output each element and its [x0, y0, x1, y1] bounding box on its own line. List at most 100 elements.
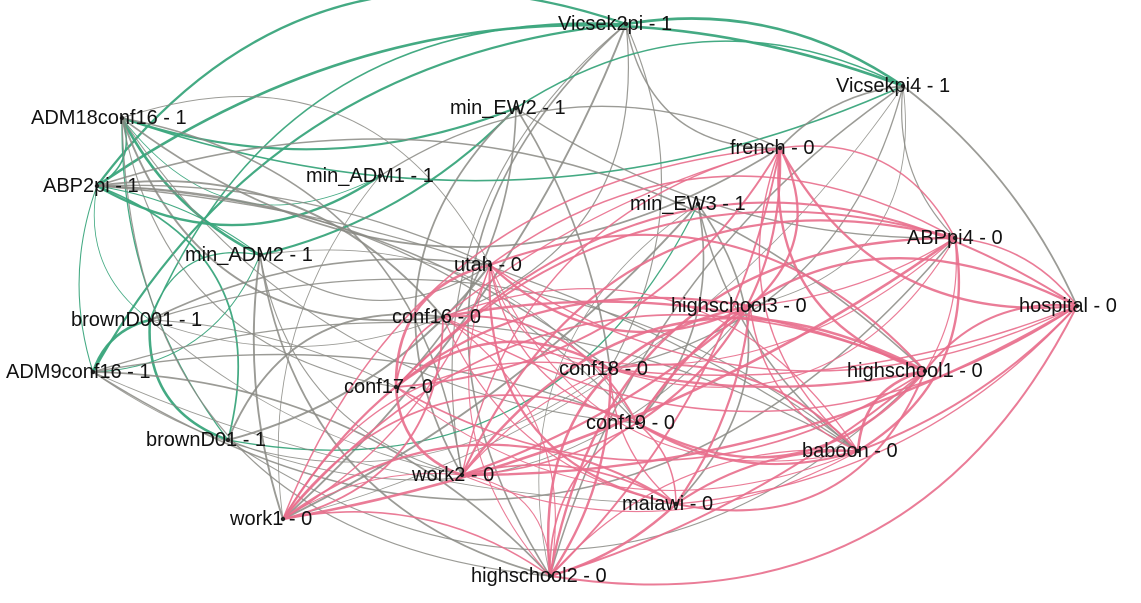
graph-edge — [121, 106, 517, 151]
graph-edge — [538, 203, 699, 577]
graph-edge — [515, 107, 956, 239]
node-dot-adm18conf16 — [119, 115, 125, 121]
graph-edge — [488, 264, 677, 506]
graph-edge — [489, 264, 1078, 372]
node-dot-hospital — [1074, 303, 1080, 309]
node-dot-vicsekpi4 — [900, 83, 906, 89]
node-dot-min-adm1 — [377, 173, 383, 179]
node-dot-min-ew3 — [695, 201, 701, 207]
node-label-highschool2: highschool2 - 0 — [471, 565, 607, 587]
node-dot-brownd001 — [147, 317, 153, 323]
node-label-highschool1: highschool1 - 0 — [847, 360, 983, 382]
graph-edge — [697, 203, 859, 452]
graph-edge — [549, 305, 1078, 586]
node-dot-conf16 — [440, 314, 446, 320]
graph-edge — [461, 219, 956, 476]
graph-edge — [636, 257, 1078, 424]
graph-edge — [489, 175, 956, 266]
graph-edge — [379, 105, 781, 177]
graph-edge — [856, 369, 926, 452]
graph-edge — [395, 210, 956, 388]
node-dot-conf17 — [393, 384, 399, 390]
node-label-work1: work1 - 0 — [229, 508, 312, 530]
node-label-min-adm1: min_ADM1 - 1 — [306, 165, 434, 187]
node-label-highschool3: highschool3 - 0 — [671, 295, 807, 317]
node-label-work2: work2 - 0 — [411, 464, 494, 486]
node-label-conf16: conf16 - 0 — [392, 306, 481, 328]
graph-edge — [489, 264, 859, 462]
node-label-utah: utah - 0 — [454, 254, 522, 276]
graph-edge — [549, 503, 677, 578]
graph-edge — [96, 23, 904, 188]
graph-edge — [96, 185, 638, 424]
graph-edge — [259, 254, 463, 476]
graph-edge — [78, 185, 98, 373]
node-dot-conf19 — [634, 420, 640, 426]
graph-edge — [92, 371, 677, 505]
graph-edge — [749, 85, 906, 307]
graph-edge — [96, 175, 381, 227]
graph-edge — [92, 321, 859, 452]
graph-edge — [395, 316, 444, 388]
graph-edge — [857, 237, 961, 453]
node-label-min-ew3: min_EW3 - 1 — [630, 193, 746, 215]
graph-edge — [282, 85, 904, 520]
graph-edge — [92, 237, 956, 501]
node-label-vicsek2pi: Vicsek2pi - 1 — [558, 13, 672, 35]
graph-edge — [902, 85, 1078, 307]
node-dot-min-ew2 — [513, 105, 519, 111]
graph-edge — [96, 185, 611, 370]
graph-edge — [282, 473, 463, 520]
graph-edge — [489, 264, 638, 424]
graph-edge — [121, 117, 463, 476]
graph-edge — [282, 296, 751, 520]
node-dot-highschool3 — [747, 303, 753, 309]
graph-edge — [120, 117, 261, 257]
node-dot-work2 — [459, 472, 465, 478]
graph-edge — [442, 315, 638, 424]
graph-node-dots — [90, 21, 1080, 579]
graph-edge — [901, 85, 956, 239]
graph-edge — [924, 303, 1078, 372]
node-dot-baboon — [855, 448, 861, 454]
node-label-malawi: malawi - 0 — [622, 493, 713, 515]
graph-edge — [675, 449, 859, 505]
graph-edge — [442, 316, 677, 505]
graph-edge — [414, 107, 517, 476]
graph-edge — [749, 237, 956, 307]
graph-edge — [282, 361, 611, 520]
graph-edge — [461, 422, 638, 476]
node-label-hospital: hospital - 0 — [1019, 295, 1117, 317]
graph-edge — [96, 138, 926, 372]
node-dot-abppi4 — [952, 235, 958, 241]
node-dot-min-adm2 — [257, 252, 263, 258]
graph-edge — [489, 233, 926, 372]
graph-edge — [515, 40, 904, 109]
graph-edge — [96, 185, 261, 256]
graph-edge — [277, 175, 381, 520]
graph-edge — [92, 353, 638, 424]
graph-edge — [149, 258, 491, 321]
graph-edge — [549, 370, 926, 577]
graph-edge — [93, 185, 151, 321]
graph-edge — [515, 107, 611, 370]
node-label-brownd01: brownD01 - 1 — [146, 429, 266, 451]
graph-edge — [675, 305, 1078, 505]
graph-edge — [121, 117, 397, 388]
graph-edge — [461, 368, 611, 476]
graph-edge — [121, 96, 491, 266]
graph-edge — [259, 249, 638, 424]
graph-edge — [636, 422, 677, 505]
graph-edge — [282, 236, 956, 521]
graph-edge — [442, 316, 556, 577]
graph-edge — [227, 203, 699, 451]
graph-edge — [395, 147, 781, 388]
graph-edge — [395, 370, 926, 462]
graph-edge — [675, 203, 750, 505]
node-dot-highschool2 — [547, 573, 553, 579]
graph-edge — [395, 386, 859, 491]
graph-edge — [227, 305, 751, 481]
node-dot-adm9conf16 — [90, 369, 96, 375]
graph-edge — [282, 316, 444, 520]
